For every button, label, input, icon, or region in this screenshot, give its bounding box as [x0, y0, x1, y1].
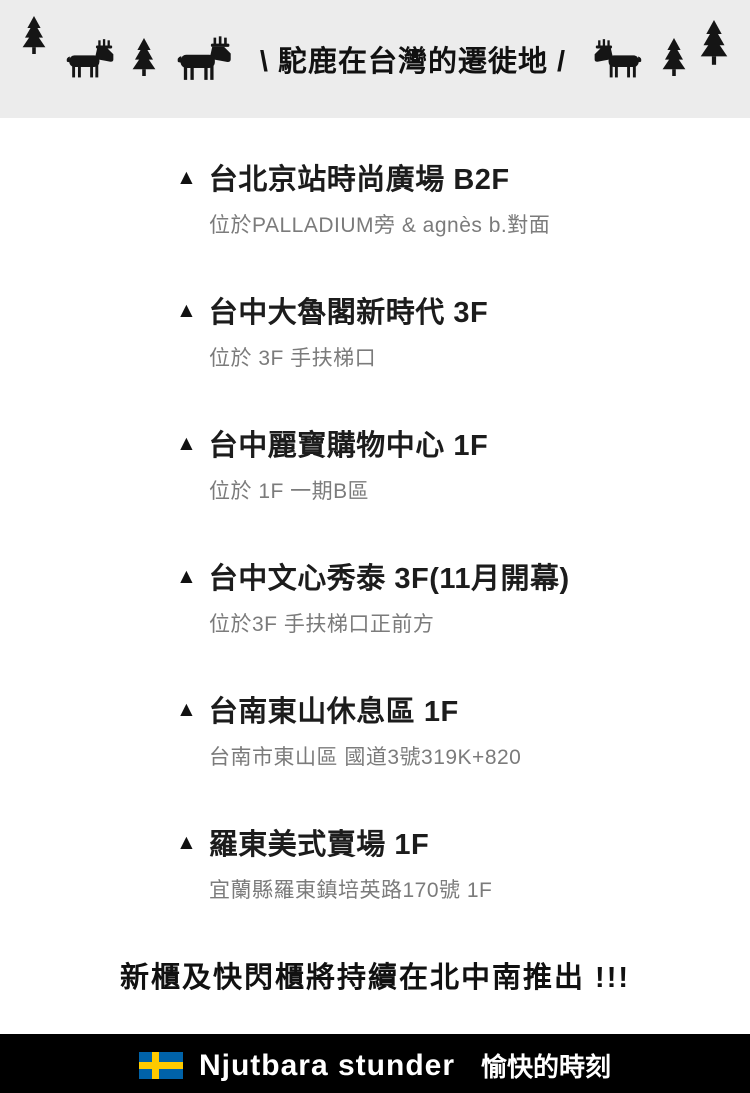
location-title: 羅東美式賣場 1F	[208, 829, 430, 861]
location-list: ▲ 台北京站時尚廣場 B2F 位於PALLADIUM旁 & agnès b.對面…	[0, 118, 750, 954]
location-title: 台中麗寶購物中心 1F	[208, 430, 489, 462]
triangle-marker-icon: ▲	[176, 165, 197, 189]
pine-tree-icon	[662, 38, 686, 80]
location-title-row: ▲ 台中麗寶購物中心 1F	[176, 422, 750, 464]
location-item: ▲ 台中文心秀泰 3F(11月開幕) 位於3F 手扶梯口正前方	[176, 555, 750, 638]
location-detail: 台南市東山區 國道3號319K+820	[209, 746, 522, 769]
brand-name: Njutbara stunder	[198, 1048, 455, 1082]
location-item: ▲ 台中麗寶購物中心 1F 位於 1F 一期B區	[176, 422, 750, 505]
location-title: 台中文心秀泰 3F(11月開幕)	[208, 563, 570, 595]
moose-icon	[170, 35, 236, 83]
location-item: ▲ 羅東美式賣場 1F 宜蘭縣羅東鎮培英路170號 1F	[176, 821, 750, 904]
triangle-marker-icon: ▲	[176, 697, 197, 721]
location-detail: 位於PALLADIUM旁 & agnès b.對面	[209, 214, 551, 237]
location-detail: 位於3F 手扶梯口正前方	[209, 613, 435, 636]
triangle-marker-icon: ▲	[176, 431, 197, 455]
triangle-marker-icon: ▲	[176, 298, 197, 322]
location-detail: 位於 1F 一期B區	[209, 480, 370, 503]
location-title: 台南東山休息區 1F	[208, 696, 459, 728]
announcement-note: 新櫃及快閃櫃將持續在北中南推出 !!!	[119, 962, 631, 994]
location-item: ▲ 台北京站時尚廣場 B2F 位於PALLADIUM旁 & agnès b.對面	[176, 156, 750, 239]
location-title-row: ▲ 台南東山休息區 1F	[176, 688, 750, 730]
brand-footer: Njutbara stunder 愉快的時刻	[0, 1034, 750, 1093]
flag-cross-horizontal	[138, 1062, 183, 1069]
location-title-row: ▲ 台北京站時尚廣場 B2F	[176, 156, 750, 198]
triangle-marker-icon: ▲	[176, 830, 197, 854]
location-title-row: ▲ 台中文心秀泰 3F(11月開幕)	[176, 555, 750, 597]
pine-tree-icon	[700, 20, 728, 70]
location-title-row: ▲ 羅東美式賣場 1F	[176, 821, 750, 863]
location-item: ▲ 台南東山休息區 1F 台南市東山區 國道3號319K+820	[176, 688, 750, 771]
location-title: 台北京站時尚廣場 B2F	[208, 164, 510, 196]
pine-tree-icon	[132, 38, 156, 80]
moose-icon	[60, 38, 118, 80]
brand-tagline: 愉快的時刻	[481, 1052, 612, 1082]
pine-tree-icon	[22, 16, 46, 58]
sweden-flag-icon	[138, 1052, 183, 1079]
banner-title: \ 駝鹿在台灣的遷徙地 /	[259, 46, 567, 78]
location-item: ▲ 台中大魯閣新時代 3F 位於 3F 手扶梯口	[176, 289, 750, 372]
moose-icon	[590, 38, 648, 80]
location-title: 台中大魯閣新時代 3F	[208, 297, 489, 329]
triangle-marker-icon: ▲	[176, 564, 197, 588]
location-detail: 位於 3F 手扶梯口	[209, 347, 377, 370]
location-title-row: ▲ 台中大魯閣新時代 3F	[176, 289, 750, 331]
header-banner: \ 駝鹿在台灣的遷徙地 /	[0, 0, 750, 118]
location-detail: 宜蘭縣羅東鎮培英路170號 1F	[209, 879, 493, 902]
